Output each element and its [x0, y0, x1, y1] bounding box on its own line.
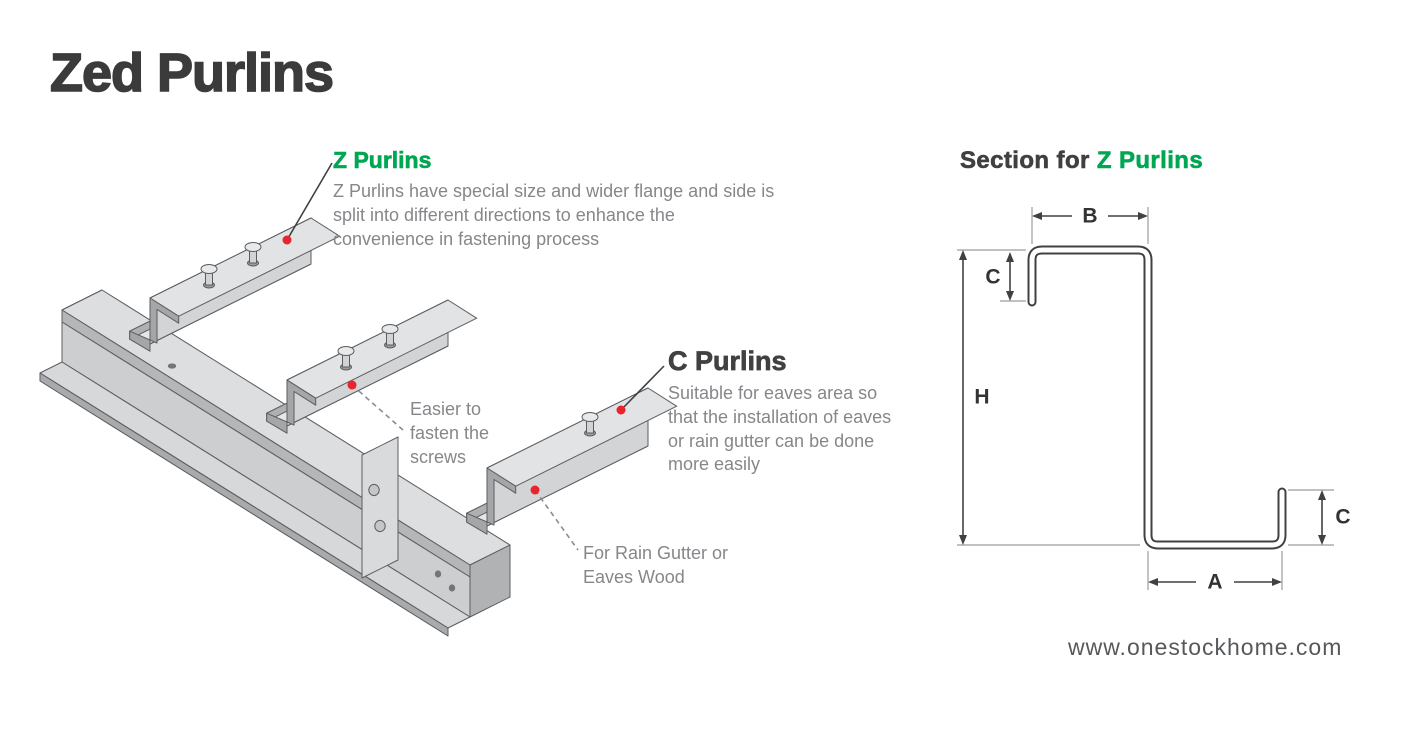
splice-plate [361, 436, 399, 579]
section-heading: Section for Z Purlins [960, 147, 1203, 175]
dimension-h: H [959, 250, 990, 545]
z-purlins-leader-line [286, 162, 333, 241]
page-title: Zed Purlins [49, 42, 335, 104]
dim-label-c-top: C [985, 266, 1000, 289]
gutter-note-leader-line [534, 489, 579, 551]
purlin-top-face [286, 299, 478, 399]
purlin-end-cap [466, 467, 517, 535]
red-marker [530, 485, 540, 495]
red-marker [282, 235, 292, 245]
purlin-bolt [381, 324, 399, 349]
extension-lines [957, 207, 1334, 590]
website-url: www.onestockhome.com [1068, 634, 1343, 660]
z-section-drawing: B C H A [957, 205, 1351, 594]
red-marker [616, 405, 626, 415]
c-purlins-label: C Purlins [668, 346, 787, 377]
screw-note-leader-line [351, 384, 404, 431]
screw-fastening-note: Easier to fasten the screws [410, 399, 490, 467]
dim-label-h: H [974, 386, 989, 409]
purlin-bolt [200, 264, 218, 289]
dim-label-b: B [1082, 205, 1097, 228]
dimension-c-right: C [1318, 490, 1351, 545]
splice-bolt-head [368, 483, 380, 497]
beam-bottom-edge [39, 372, 449, 637]
section-heading-prefix: Section for [960, 147, 1097, 175]
dim-label-a: A [1207, 571, 1222, 594]
rain-gutter-note: For Rain Gutter or Eaves Wood [583, 543, 729, 587]
z-purlin-1 [129, 217, 341, 352]
z-purlins-label: Z Purlins [333, 147, 432, 174]
dimension-b: B [1032, 205, 1148, 228]
purlin-bolt [337, 346, 355, 371]
section-heading-highlight: Z Purlins [1096, 147, 1204, 175]
z-section-profile-inner [1029, 247, 1285, 548]
purlin-end-cap [266, 379, 317, 434]
c-purlin [466, 387, 678, 535]
purlin-bolt [244, 242, 262, 267]
z-purlins-description: Z Purlins have special size and wider fl… [333, 181, 775, 249]
purlin-bolt [581, 412, 599, 437]
red-marker [347, 380, 357, 390]
purlin-top-face [149, 217, 341, 317]
z-section-profile-outer [1027, 245, 1287, 550]
dim-label-c-right: C [1335, 506, 1350, 529]
splice-bolt-head [374, 519, 386, 533]
c-purlins-leader-line [620, 365, 665, 411]
beam-right-cap [469, 544, 511, 618]
z-purlin-2 [266, 299, 478, 434]
beam-web [61, 321, 471, 618]
purlin-end-cap [129, 297, 180, 352]
c-purlins-description: Suitable for eaves area so that the inst… [668, 383, 892, 475]
dimension-c-top: C [985, 252, 1014, 301]
dimension-a: A [1148, 571, 1282, 594]
annotation-leaders [282, 162, 665, 551]
beam-illustration [39, 289, 511, 637]
